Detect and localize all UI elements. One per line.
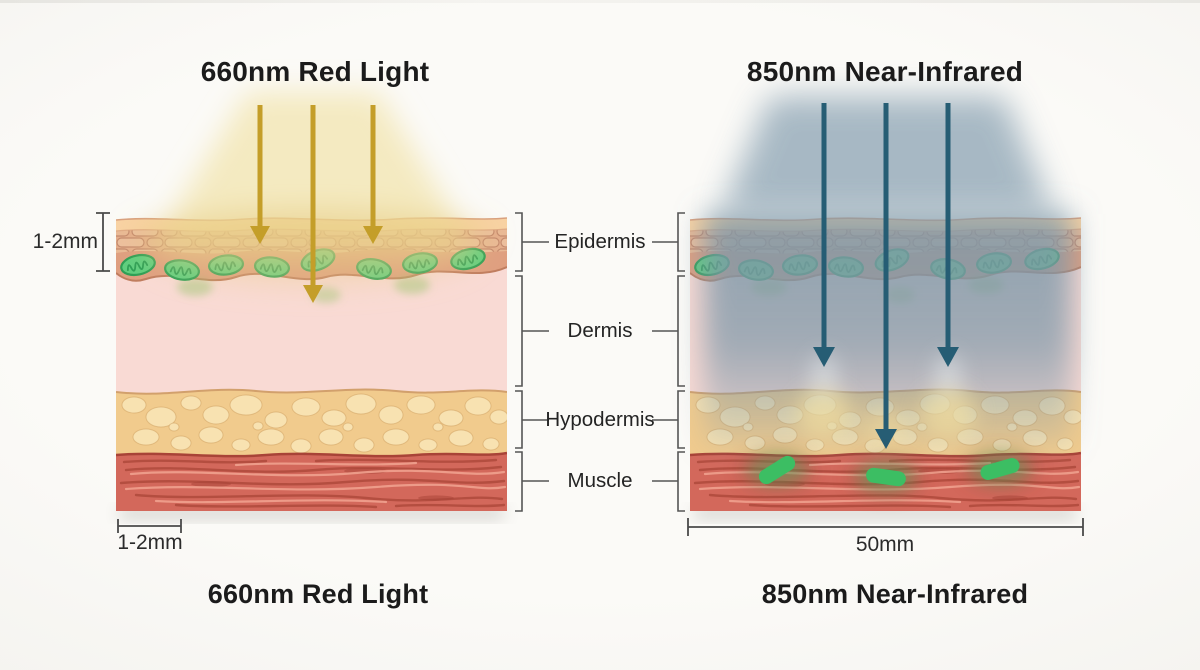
left-bottom-title: 660nm Red Light xyxy=(207,579,429,609)
measurement-lines xyxy=(96,212,1084,536)
panel-shadows xyxy=(120,508,1076,518)
layer-label-epidermis: Epidermis xyxy=(554,230,646,253)
red-light-depth-ruler xyxy=(117,519,182,533)
layer-brackets xyxy=(515,212,685,512)
nir-depth-value: 50mm xyxy=(855,533,915,556)
activated-muscle-cells xyxy=(741,451,1036,495)
nir-depth-ruler xyxy=(687,518,1084,536)
epidermis-depth-ruler xyxy=(96,212,110,272)
right-bottom-title: 850nm Near-Infrared xyxy=(761,579,1029,609)
nir-arrows xyxy=(813,103,959,449)
nir-deep-glow-spots xyxy=(796,354,976,446)
layer-label-hypodermis: Hypodermis xyxy=(545,408,655,431)
right-top-title: 850nm Near-Infrared xyxy=(746,56,1024,87)
red-light-depth-value: 1-2mm xyxy=(117,531,183,554)
left-top-title: 660nm Red Light xyxy=(200,56,430,87)
layer-label-muscle: Muscle xyxy=(567,469,633,492)
red-light-arrows xyxy=(250,105,383,303)
epidermis-depth-label: 1-2mm xyxy=(32,230,98,253)
layer-label-dermis: Dermis xyxy=(567,319,633,342)
